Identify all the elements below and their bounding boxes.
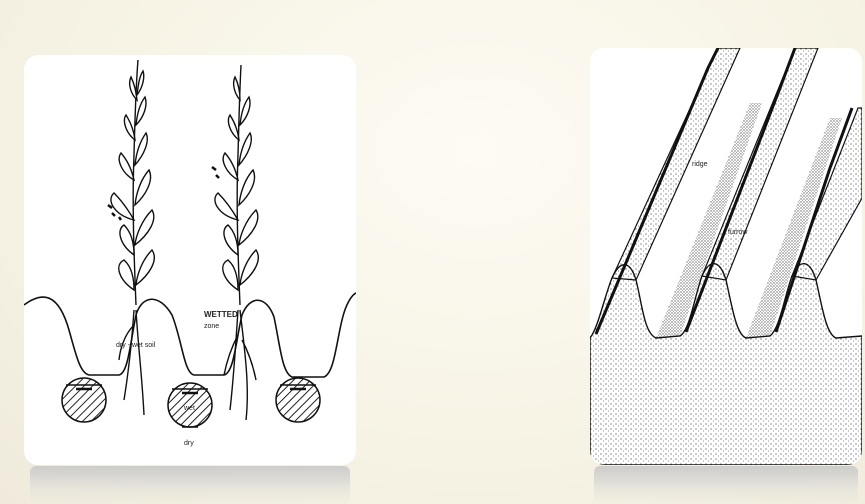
furrow-cross-section-panel: dry - wet soil WETTED zone wet dry <box>24 55 356 465</box>
label-wetted-zone-line1: WETTED <box>204 310 238 319</box>
furrow-perspective-diagram: ridge furrow <box>590 48 862 465</box>
label-ridge-lower: furrow <box>728 229 748 236</box>
label-ridge-upper: ridge <box>692 161 708 168</box>
label-ridge-left: dry - wet soil <box>116 342 156 349</box>
label-wetted-zone-line2: zone <box>204 323 219 330</box>
furrow-cross-section-diagram: dry - wet soil WETTED zone wet dry <box>24 55 356 465</box>
plant-right <box>212 65 258 420</box>
furrow-water-right <box>276 378 320 422</box>
right-panel-reflection <box>594 466 858 504</box>
label-furrow-mid: wet <box>183 405 195 412</box>
soil-surface-line <box>24 293 356 377</box>
furrow-perspective-panel: ridge furrow <box>590 48 862 465</box>
left-panel-reflection <box>30 466 350 504</box>
plant-left <box>108 60 154 415</box>
furrow-water-left <box>62 378 106 422</box>
label-bottom: dry <box>184 440 194 447</box>
soil-block <box>590 264 862 465</box>
